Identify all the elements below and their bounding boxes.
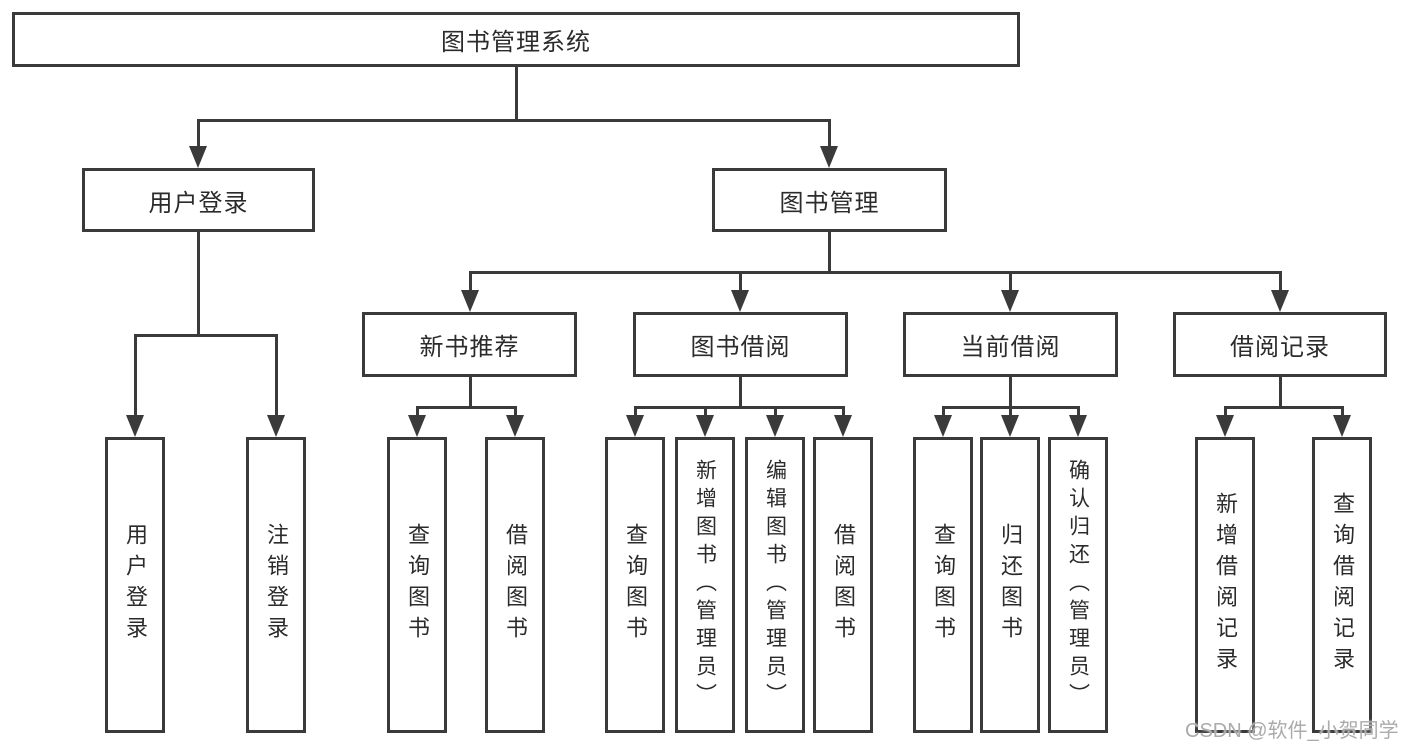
leaf-label: 新增图书（管理员） [693, 459, 717, 711]
connector-drop [942, 406, 945, 418]
connector-user-login-branch [134, 334, 278, 337]
arrowhead-down [1271, 290, 1289, 312]
leaf-logout: 注销登录 [246, 437, 306, 733]
connector-recommend-branch [416, 406, 517, 409]
node-label: 当前借阅 [960, 334, 1061, 361]
node-label: 借阅记录 [1230, 334, 1330, 361]
csdn-watermark: CSDN @软件_小贺同学 [1185, 720, 1399, 742]
node-label: 图书管理系统 [441, 29, 591, 56]
arrowhead-down [820, 146, 838, 168]
leaf-label: 查询图书 [623, 523, 648, 647]
connector-drop [514, 406, 517, 418]
connector-drop [1341, 406, 1344, 418]
arrowhead-down [1333, 415, 1351, 437]
node-current-borrow: 当前借阅 [903, 312, 1118, 377]
leaf-label: 查询图书 [931, 523, 956, 647]
node-book-borrow: 图书借阅 [633, 312, 848, 377]
leaf-record-add: 新增借阅记录 [1195, 437, 1255, 733]
arrowhead-down [506, 415, 524, 437]
connector-drop [1224, 406, 1227, 418]
connector-record-stem [1279, 377, 1282, 409]
leaf-current-return-book: 归还图书 [980, 437, 1040, 733]
connector-drop [416, 406, 419, 418]
arrowhead-down [834, 415, 852, 437]
connector-drop-borrow-record [1279, 271, 1282, 292]
connector-drop-leaf-logout [275, 334, 278, 417]
arrowhead-down [1001, 415, 1019, 437]
leaf-label: 注销登录 [264, 523, 289, 647]
arrowhead-down [126, 415, 144, 437]
node-label: 用户登录 [148, 189, 249, 217]
connector-drop-leaf-user-login [134, 334, 137, 417]
connector-drop-current-borrow [1009, 271, 1012, 292]
arrowhead-down [461, 290, 479, 312]
leaf-label: 确认归还（管理员） [1066, 459, 1090, 711]
connector-drop [842, 406, 845, 418]
connector-drop [634, 406, 637, 418]
leaf-label: 借阅图书 [831, 523, 856, 647]
node-user-login: 用户登录 [82, 168, 315, 232]
arrowhead-down [1001, 290, 1019, 312]
leaf-recommend-borrow-book: 借阅图书 [485, 437, 545, 733]
leaf-label: 借阅图书 [503, 523, 528, 647]
connector-current-stem [1009, 377, 1012, 409]
arrowhead-down [1216, 415, 1234, 437]
leaf-borrow-add-book-admin: 新增图书（管理员） [675, 437, 735, 733]
connector-drop [704, 406, 707, 418]
arrowhead-down [766, 415, 784, 437]
leaf-label: 查询借阅记录 [1330, 492, 1355, 678]
arrowhead-down [1069, 415, 1087, 437]
connector-borrow-stem [739, 377, 742, 409]
connector-record-branch [1224, 406, 1343, 409]
leaf-label: 归还图书 [998, 523, 1023, 647]
connector-borrow-branch [634, 406, 845, 409]
connector-drop [1077, 406, 1080, 418]
connector-drop-book-management [828, 119, 831, 148]
leaf-record-query: 查询借阅记录 [1312, 437, 1372, 733]
connector-root-stem [515, 67, 518, 120]
connector-book-management-branch [469, 271, 1282, 274]
connector-book-management-stem [828, 232, 831, 273]
connector-drop-new-book-recommend [469, 271, 472, 292]
node-label: 图书管理 [779, 189, 880, 217]
connector-user-login-stem [197, 232, 200, 336]
node-label: 新书推荐 [419, 334, 520, 361]
arrowhead-down [626, 415, 644, 437]
leaf-borrow-edit-book-admin: 编辑图书（管理员） [745, 437, 805, 733]
connector-drop [1009, 406, 1012, 418]
arrowhead-down [696, 415, 714, 437]
connector-drop [774, 406, 777, 418]
leaf-label: 编辑图书（管理员） [763, 459, 787, 711]
leaf-user-login: 用户登录 [105, 437, 165, 733]
leaf-recommend-query-book: 查询图书 [387, 437, 447, 733]
node-label: 图书借阅 [690, 334, 791, 361]
connector-drop-user-login [197, 119, 200, 148]
leaf-current-query-book: 查询图书 [913, 437, 973, 733]
connector-root-branch [197, 119, 831, 122]
node-book-management: 图书管理 [712, 168, 947, 232]
arrowhead-down [267, 415, 285, 437]
arrowhead-down [731, 290, 749, 312]
leaf-label: 新增借阅记录 [1213, 492, 1238, 678]
arrowhead-down [189, 146, 207, 168]
connector-drop-book-borrow [739, 271, 742, 292]
leaf-current-confirm-return-admin: 确认归还（管理员） [1048, 437, 1108, 733]
arrowhead-down [934, 415, 952, 437]
leaf-borrow-query-book: 查询图书 [605, 437, 665, 733]
connector-recommend-stem [469, 377, 472, 409]
leaf-label: 查询图书 [405, 523, 430, 647]
arrowhead-down [408, 415, 426, 437]
node-root-library-system: 图书管理系统 [12, 12, 1020, 67]
node-borrow-record: 借阅记录 [1173, 312, 1387, 377]
node-new-book-recommend: 新书推荐 [362, 312, 577, 377]
leaf-label: 用户登录 [123, 523, 148, 647]
leaf-borrow-borrow-book: 借阅图书 [813, 437, 873, 733]
